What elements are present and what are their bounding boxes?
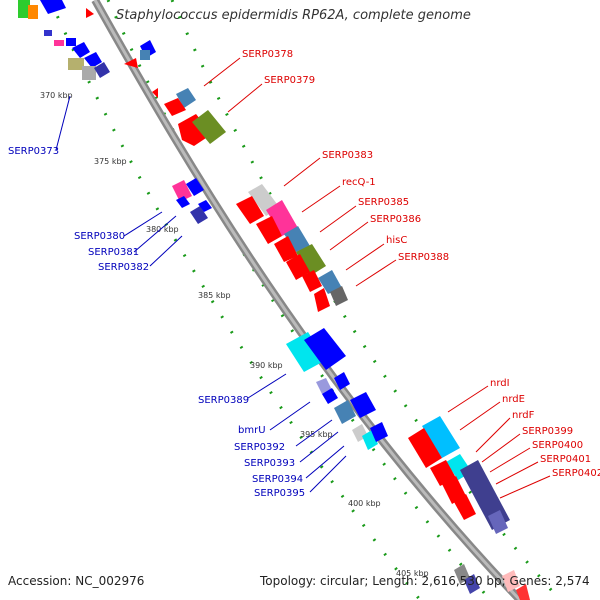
kbp-tick: 390 kbp: [250, 361, 283, 370]
gene-label[interactable]: SERP0383: [322, 150, 373, 161]
gene-arrow[interactable]: [190, 206, 208, 224]
gene-arrow[interactable]: [286, 254, 310, 280]
gene-label[interactable]: SERP0381: [88, 247, 139, 258]
gene-arrow[interactable]: [198, 200, 212, 212]
kbp-tick: 385 kbp: [198, 291, 231, 300]
gene-block[interactable]: [66, 38, 76, 46]
gene-arrow[interactable]: [408, 428, 442, 468]
gene-arrow[interactable]: [164, 98, 186, 116]
gene-arrow[interactable]: [350, 392, 376, 418]
gene-arrow[interactable]: [370, 422, 388, 442]
guide-arc: [48, 0, 422, 600]
gene-block[interactable]: [502, 570, 520, 592]
gene-arrow[interactable]: [454, 494, 476, 520]
gene-arrow[interactable]: [236, 196, 264, 224]
gene-arrow[interactable]: [322, 388, 338, 404]
gene-label[interactable]: SERP0394: [252, 474, 303, 485]
gene-arrow[interactable]: [152, 88, 158, 98]
gene-arrow[interactable]: [430, 460, 456, 486]
genome-summary-text: Topology: circular; Length: 2,616,530 bp…: [260, 574, 590, 588]
gene-label[interactable]: SERP0373: [8, 146, 59, 157]
gene-arrow[interactable]: [304, 328, 346, 370]
gene-label[interactable]: bmrU: [238, 425, 266, 436]
gene-block[interactable]: [54, 40, 64, 46]
gene-label[interactable]: SERP0399: [522, 426, 573, 437]
gene-label[interactable]: SERP0378: [242, 49, 293, 60]
accession-text: Accession: NC_002976: [8, 574, 145, 588]
gene-block[interactable]: [18, 0, 30, 18]
gene-arrow[interactable]: [334, 372, 350, 390]
gene-label[interactable]: nrdF: [512, 410, 535, 421]
gene-arrow[interactable]: [302, 270, 322, 292]
gene-arrow[interactable]: [186, 178, 204, 196]
gene-arrow[interactable]: [40, 0, 66, 14]
kbp-tick: 380 kbp: [146, 225, 179, 234]
gene-arrow[interactable]: [256, 216, 282, 244]
gene-block[interactable]: [172, 180, 192, 202]
gene-label[interactable]: SERP0393: [244, 458, 295, 469]
gene-label[interactable]: SERP0389: [198, 395, 249, 406]
gene-label[interactable]: SERP0379: [264, 75, 315, 86]
gene-label[interactable]: SERP0388: [398, 252, 449, 263]
guide-arc: [106, 0, 492, 600]
gene-block[interactable]: [286, 332, 326, 372]
gene-block[interactable]: [82, 66, 96, 80]
red-leaders: [203, 57, 551, 499]
gene-block[interactable]: [284, 226, 310, 252]
gene-block[interactable]: [192, 110, 226, 144]
gene-label[interactable]: SERP0382: [98, 262, 149, 273]
gene-block[interactable]: [316, 378, 332, 394]
gene-block[interactable]: [330, 286, 348, 306]
gene-label[interactable]: SERP0385: [358, 197, 409, 208]
gene-label[interactable]: recQ-1: [342, 177, 376, 188]
gene-arrow[interactable]: [516, 584, 530, 600]
gene-label[interactable]: nrdE: [502, 394, 525, 405]
gene-arrow[interactable]: [314, 288, 330, 312]
gene-block[interactable]: [140, 50, 150, 60]
gene-arrow[interactable]: [86, 8, 94, 18]
blue-leaders: [55, 95, 347, 493]
gene-label[interactable]: SERP0392: [234, 442, 285, 453]
gene-arrow[interactable]: [72, 42, 90, 58]
gene-block[interactable]: [318, 270, 342, 294]
gene-arrow[interactable]: [442, 476, 466, 504]
gene-label[interactable]: SERP0380: [74, 231, 125, 242]
kbp-tick: 395 kbp: [300, 430, 333, 439]
gene-arrow[interactable]: [178, 114, 212, 146]
kbp-tick: 370 kbp: [40, 91, 73, 100]
gene-label[interactable]: SERP0395: [254, 488, 305, 499]
gene-arrow[interactable]: [84, 52, 102, 68]
gene-arrow[interactable]: [176, 196, 190, 208]
kbp-tick: 400 kbp: [348, 499, 381, 508]
gene-block[interactable]: [28, 5, 38, 19]
backbone-highlight: [93, 0, 522, 600]
kbp-tick: 375 kbp: [94, 157, 127, 166]
gene-label[interactable]: SERP0402: [552, 468, 600, 479]
gene-label[interactable]: SERP0400: [532, 440, 583, 451]
gene-block[interactable]: [266, 200, 298, 236]
gene-block[interactable]: [488, 510, 508, 534]
gene-label[interactable]: SERP0386: [370, 214, 421, 225]
gene-block[interactable]: [334, 400, 356, 424]
gene-arrow[interactable]: [274, 236, 298, 262]
backbone: [91, 0, 523, 600]
kbp-tick: 405 kbp: [396, 569, 429, 578]
gene-arrow[interactable]: [124, 58, 138, 68]
gene-block[interactable]: [422, 416, 460, 458]
gene-label[interactable]: nrdI: [490, 378, 510, 389]
gene-block[interactable]: [464, 574, 480, 594]
gene-block[interactable]: [68, 58, 84, 70]
gene-label[interactable]: hisC: [386, 235, 407, 246]
gene-block[interactable]: [296, 244, 326, 276]
gene-arrow[interactable]: [94, 62, 110, 78]
gene-label[interactable]: SERP0401: [540, 454, 591, 465]
map-title: Staphylococcus epidermidis RP62A, comple…: [116, 8, 471, 23]
gene-arrow[interactable]: [176, 88, 196, 108]
gene-block[interactable]: [44, 30, 52, 36]
